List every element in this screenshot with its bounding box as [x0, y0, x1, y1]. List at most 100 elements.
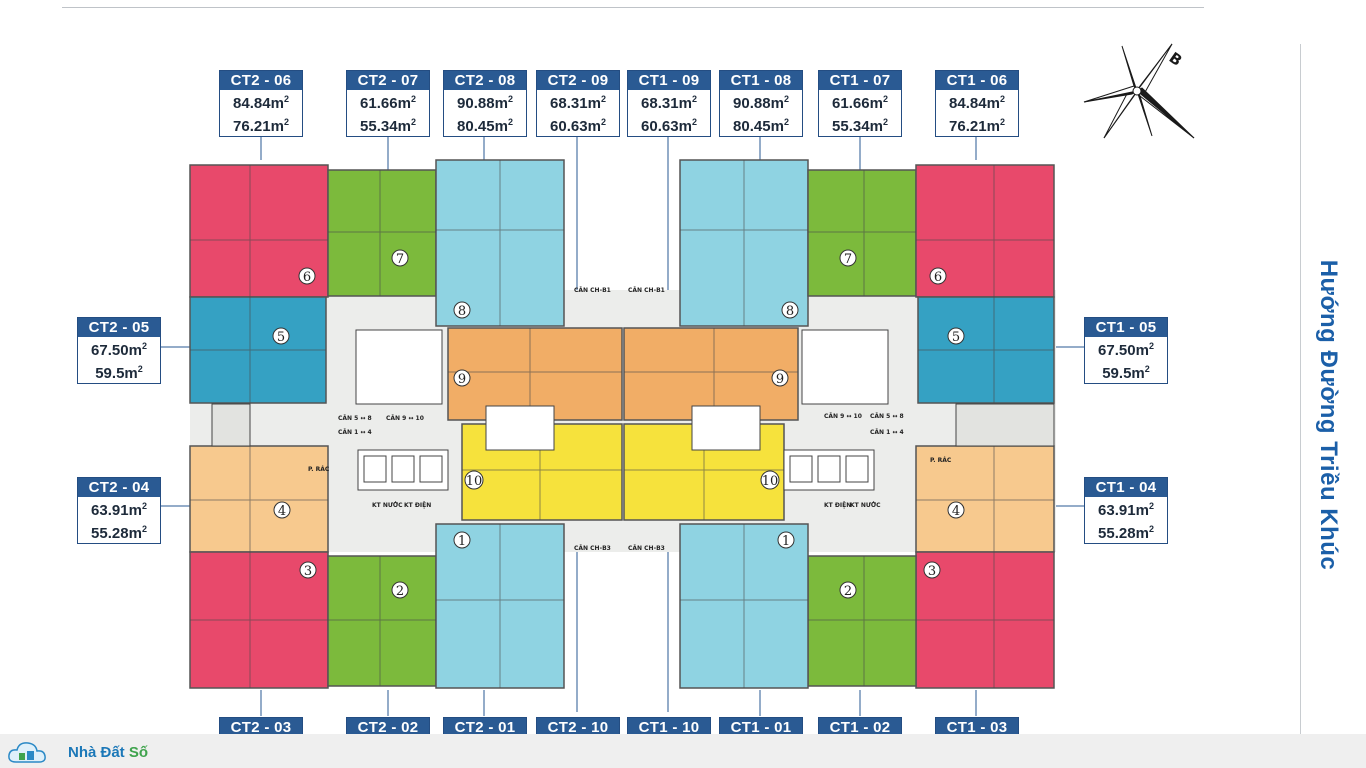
unit-area-2: 55.34m2: [832, 117, 888, 135]
unit-code: CT1 - 09: [628, 71, 710, 90]
label-ct1-09: CT1 - 09 68.31m2 60.63m2: [627, 70, 711, 137]
street-name: Hướng Đường Triều Khúc: [1315, 259, 1342, 571]
unit-code: CT2 - 01: [444, 718, 526, 737]
label-ct1-01: CT1 - 01: [719, 717, 803, 737]
unit-num-5-right: 5: [952, 330, 960, 345]
unit-area-2: 55.34m2: [360, 117, 416, 135]
unit-area-2: 80.45m2: [733, 117, 789, 135]
unit-area-1: 90.88m2: [733, 94, 789, 112]
label-can-ch-b1-left: CĂN CH-B1: [574, 287, 611, 294]
unit-num-3-right: 3: [928, 564, 936, 579]
label-p-rac-left: P. RÁC: [308, 466, 330, 473]
unit-num-1-left: 1: [458, 534, 466, 549]
unit-ct2-04: [189, 445, 329, 553]
label-can-1-4-left: CĂN 1 ↔ 4: [338, 429, 372, 436]
unit-code: CT1 - 02: [819, 718, 901, 737]
unit-code: CT2 - 04: [78, 478, 160, 497]
unit-code: CT1 - 03: [936, 718, 1018, 737]
brand-logo[interactable]: Nhà Đất Số: [6, 738, 148, 766]
label-kt-dien-right: KT ĐIỆN: [824, 501, 851, 509]
plan-text: CĂN CH-B1 CĂN CH-B1 CĂN CH-B3 CĂN CH-B3 …: [308, 287, 952, 552]
unit-ct1-07: [807, 169, 917, 297]
top-divider: [62, 7, 1204, 8]
label-can-5-8-left: CĂN 5 ↔ 8: [338, 415, 372, 422]
footer-bar: Nhà Đất Số: [0, 734, 1366, 768]
unit-num-6-right: 6: [934, 270, 942, 285]
label-kt-nuoc-right: KT NƯỚC: [850, 502, 881, 509]
unit-area-2: 76.21m2: [949, 117, 1005, 135]
unit-numbers: 6 7 8 5 9 10 4 3 2 1 6 7 8 5 9 10 4 3 2 …: [272, 249, 965, 599]
label-p-rac-right: P. RÁC: [930, 457, 952, 464]
unit-num-3-left: 3: [304, 564, 312, 579]
unit-area-1: 68.31m2: [550, 94, 606, 112]
unit-code: CT1 - 01: [720, 718, 802, 737]
label-ct2-01: CT2 - 01: [443, 717, 527, 737]
unit-code: CT2 - 05: [78, 318, 160, 337]
unit-num-4-right: 4: [952, 504, 960, 519]
unit-code: CT2 - 03: [220, 718, 302, 737]
unit-code: CT1 - 10: [628, 718, 710, 737]
unit-num-5-left: 5: [277, 330, 285, 345]
unit-code: CT2 - 09: [537, 71, 619, 90]
unit-ct2-07: [327, 169, 437, 297]
label-ct1-05: CT1 - 05 67.50m2 59.5m2: [1084, 317, 1168, 384]
unit-ct1-02: [807, 555, 917, 687]
label-ct2-02: CT2 - 02: [346, 717, 430, 737]
label-can-1-4-right: CĂN 1 ↔ 4: [870, 429, 904, 436]
compass: B: [1082, 36, 1202, 151]
unit-code: CT2 - 02: [347, 718, 429, 737]
unit-num-4-left: 4: [278, 504, 286, 519]
unit-area-2: 60.63m2: [641, 117, 697, 135]
label-can-9-10-right: CĂN 9 ↔ 10: [824, 413, 862, 420]
unit-ct2-02: [327, 555, 437, 687]
unit-num-9-left: 9: [458, 372, 466, 387]
cloud-house-icon: [8, 742, 46, 763]
unit-code: CT1 - 04: [1085, 478, 1167, 497]
unit-area-1: 61.66m2: [832, 94, 888, 112]
label-ct2-06: CT2 - 06 84.84m2 76.21m2: [219, 70, 303, 137]
unit-area-1: 67.50m2: [91, 341, 147, 359]
unit-num-2-right: 2: [844, 584, 852, 599]
unit-area-2: 59.5m2: [95, 364, 143, 382]
unit-code: CT1 - 05: [1085, 318, 1167, 337]
unit-area-2: 80.45m2: [457, 117, 513, 135]
floor-plan: 6 7 8 5 9 10 4 3 2 1 6 7 8 5 9 10 4 3 2 …: [160, 130, 1085, 716]
label-ct1-10: CT1 - 10: [627, 717, 711, 737]
right-divider: [1300, 44, 1301, 734]
unit-area-1: 84.84m2: [949, 94, 1005, 112]
unit-area-1: 61.66m2: [360, 94, 416, 112]
unit-area-1: 68.31m2: [641, 94, 697, 112]
core-stairs-elevators: [211, 329, 1055, 491]
unit-num-10-right: 10: [762, 474, 779, 489]
elevator-marks: [363, 455, 869, 483]
unit-code: CT1 - 07: [819, 71, 901, 90]
unit-ct1-09: [623, 327, 799, 421]
label-ct1-02: CT1 - 02: [818, 717, 902, 737]
unit-area-1: 90.88m2: [457, 94, 513, 112]
label-ct2-07: CT2 - 07 61.66m2 55.34m2: [346, 70, 430, 137]
label-kt-nuoc-left: KT NƯỚC: [372, 502, 403, 509]
unit-num-2-left: 2: [396, 584, 404, 599]
compass-letter: B: [1166, 49, 1186, 70]
label-can-ch-b3-left: CĂN CH-B3: [574, 545, 611, 552]
unit-num-9-right: 9: [776, 372, 784, 387]
unit-num-7-left: 7: [396, 252, 404, 267]
label-ct2-03: CT2 - 03: [219, 717, 303, 737]
unit-num-8-right: 8: [786, 304, 794, 319]
label-ct2-05: CT2 - 05 67.50m2 59.5m2: [77, 317, 161, 384]
label-ct2-08: CT2 - 08 90.88m2 80.45m2: [443, 70, 527, 137]
label-ct1-04: CT1 - 04 63.91m2 55.28m2: [1084, 477, 1168, 544]
unit-code: CT2 - 08: [444, 71, 526, 90]
unit-code: CT2 - 06: [220, 71, 302, 90]
unit-ct2-09: [447, 327, 623, 421]
unit-num-7-right: 7: [844, 252, 852, 267]
unit-code: CT1 - 06: [936, 71, 1018, 90]
label-ct2-10: CT2 - 10: [536, 717, 620, 737]
core-area: [190, 290, 1056, 552]
label-can-5-8-right: CĂN 5 ↔ 8: [870, 413, 904, 420]
unit-code: CT1 - 08: [720, 71, 802, 90]
unit-num-10-left: 10: [466, 474, 483, 489]
label-ct1-07: CT1 - 07 61.66m2 55.34m2: [818, 70, 902, 137]
compass-icon: B: [1083, 43, 1195, 139]
label-ct2-09: CT2 - 09 68.31m2 60.63m2: [536, 70, 620, 137]
